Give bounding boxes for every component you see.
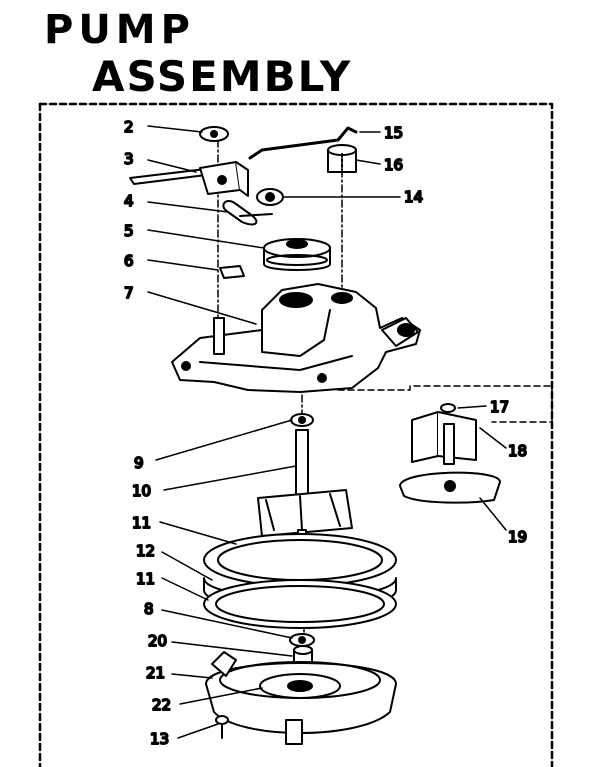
part-19-valve-flap xyxy=(399,471,501,504)
callout-21: 21 xyxy=(146,664,165,682)
part-22-impeller-plate xyxy=(259,673,341,699)
callout-22: 22 xyxy=(152,696,171,714)
part-13-screw xyxy=(215,715,229,739)
callout-9: 9 xyxy=(134,454,144,472)
part-4-spring-clip xyxy=(222,200,273,226)
callout-11-lower: 11 xyxy=(136,570,155,588)
callout-17: 17 xyxy=(490,398,509,416)
part-7-pump-housing xyxy=(171,283,421,393)
part-5-pulley xyxy=(263,238,331,271)
bracket-connector xyxy=(337,385,553,423)
part-16-bushing xyxy=(327,144,357,173)
callout-13: 13 xyxy=(150,730,169,748)
callout-19: 19 xyxy=(508,528,527,546)
callout-11-upper: 11 xyxy=(132,514,151,532)
part-11-lower-gasket xyxy=(203,579,397,629)
callout-5: 5 xyxy=(124,222,134,240)
part-15-rod xyxy=(248,126,358,160)
callout-3: 3 xyxy=(124,150,134,168)
part-6-key xyxy=(219,265,245,279)
part-14-nut xyxy=(256,188,284,206)
part-20-bushing xyxy=(293,645,313,665)
callout-16: 16 xyxy=(384,156,403,174)
callout-14: 14 xyxy=(404,188,423,206)
callout-15: 15 xyxy=(384,124,403,142)
diagram-title-line-2: ASSEMBLY xyxy=(92,52,353,101)
callout-2: 2 xyxy=(124,118,134,136)
part-10-shaft-impeller xyxy=(257,429,353,551)
callout-10: 10 xyxy=(132,482,151,500)
part-11-upper-gasket xyxy=(203,533,397,587)
diagram-title-line-1: PUMP xyxy=(44,7,195,53)
part-17-pin xyxy=(440,403,456,413)
callout-18: 18 xyxy=(508,442,527,460)
callout-8: 8 xyxy=(144,600,154,618)
callout-leader-lines xyxy=(147,125,507,739)
callout-20: 20 xyxy=(148,632,167,650)
dashed-frame xyxy=(38,102,554,767)
part-2-washer xyxy=(199,126,229,142)
callout-12: 12 xyxy=(136,542,155,560)
part-18-valve-bracket xyxy=(411,411,477,465)
part-3-lever-bracket xyxy=(129,161,249,197)
part-9-bearing xyxy=(290,413,314,427)
part-8-seal-washer xyxy=(289,633,315,647)
callout-7: 7 xyxy=(124,284,134,302)
callout-4: 4 xyxy=(124,192,134,210)
assembly-center-lines xyxy=(217,139,343,716)
callout-6: 6 xyxy=(124,252,134,270)
